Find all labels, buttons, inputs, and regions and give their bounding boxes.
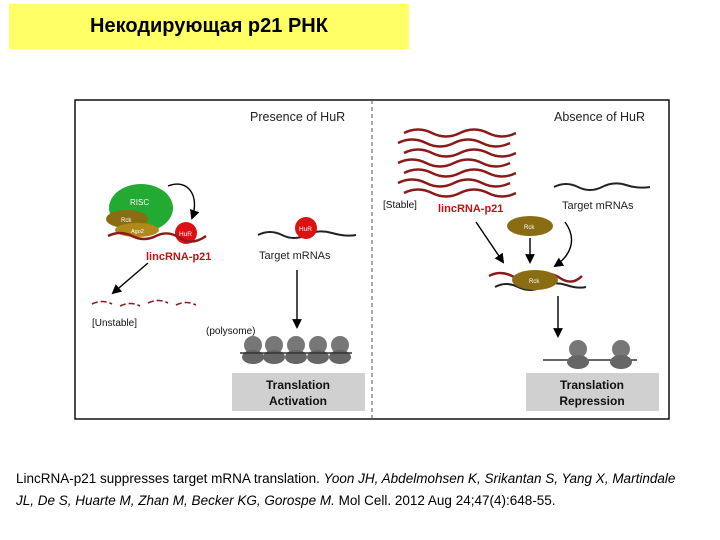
slide-title: Некодирующая p21 РНК <box>90 15 328 37</box>
right-protein2-label: Rck <box>529 279 540 285</box>
left-result-line2: Activation <box>269 394 327 408</box>
citation-title: LincRNA-p21 suppresses target mRNA trans… <box>16 471 324 486</box>
right-protein1-label: Rck <box>524 225 535 231</box>
left-result-line1: Translation <box>266 378 330 392</box>
stable-lincrna-stack <box>397 128 517 198</box>
target-hur-protein <box>295 217 317 239</box>
rck-protein-complex <box>512 270 558 290</box>
citation-date: Aug 24;47(4):648-55. <box>427 493 556 508</box>
degrade-arrow <box>111 262 149 295</box>
right-target-label: Target mRNAs <box>562 200 634 212</box>
citation: LincRNA-p21 suppresses target mRNA trans… <box>16 468 696 512</box>
right-result-line2: Repression <box>559 394 624 408</box>
citation-authors: Yoon JH, Abdelmohsen K, Srikantan S, Yan… <box>16 471 676 508</box>
polysome-label: (polysome) <box>206 326 255 337</box>
citation-journal: Mol Cell. <box>334 493 392 508</box>
stable-label: [Stable] <box>383 200 417 211</box>
unstable-label: [Unstable] <box>92 318 137 329</box>
right-result-line1: Translation <box>560 378 624 392</box>
target-hur-label: HuR <box>299 226 312 233</box>
rck-protein-right-top <box>507 216 553 236</box>
lincrna-strand-left <box>107 231 207 243</box>
right-panel-heading: Absence of HuR <box>554 110 645 124</box>
result-box-left <box>232 373 365 411</box>
target-mrna-right <box>553 182 651 191</box>
left-panel-heading: Presence of HuR <box>250 110 345 124</box>
polysome <box>240 336 352 364</box>
slide-title-box: Некодирующая p21 РНК <box>9 4 409 49</box>
degraded-rna <box>91 299 197 307</box>
risc-label: RISC <box>130 198 149 207</box>
ago2-label: Ago2 <box>131 229 144 235</box>
lincrna-p21-diagram: Presence of HuR RISC Rck Ago2 HuR lincRN… <box>74 99 670 420</box>
citation-year: 2012 <box>391 493 428 508</box>
recruit-arrow <box>167 183 200 220</box>
hur-label: HuR <box>179 231 192 238</box>
left-lincrna-label: lincRNA-p21 <box>146 251 211 263</box>
result-box-right <box>526 373 659 411</box>
right-lincrna-label: lincRNA-p21 <box>438 203 503 215</box>
rck-label: Rck <box>121 218 132 224</box>
left-target-label: Target mRNAs <box>259 250 331 262</box>
target-converge-arrow <box>553 221 573 268</box>
lincrna-converge-arrow <box>475 221 505 264</box>
repressed-ribosomes <box>543 340 637 369</box>
